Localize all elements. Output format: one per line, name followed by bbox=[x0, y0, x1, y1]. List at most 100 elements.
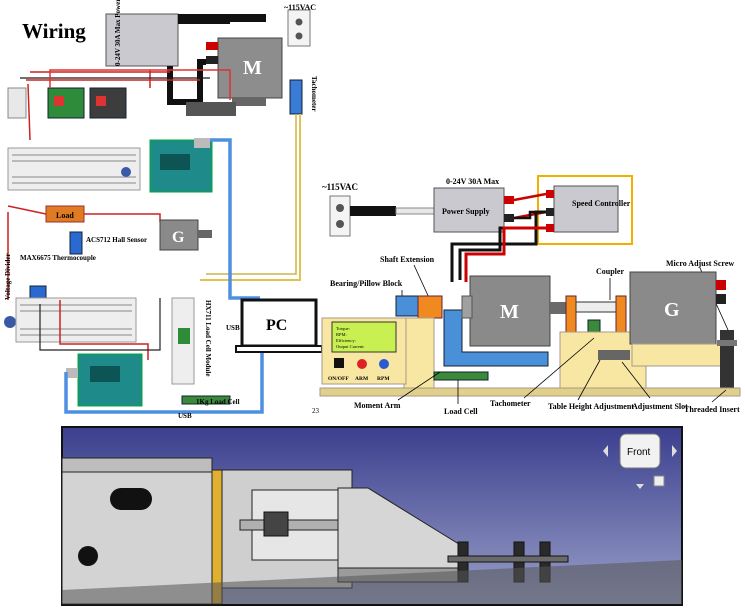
right-ac-cable bbox=[350, 206, 396, 216]
bearing-block-1 bbox=[395, 295, 419, 317]
motor-flange bbox=[461, 295, 473, 319]
view-cube-mini-icon[interactable] bbox=[653, 475, 665, 487]
right-ac-label: ~115VAC bbox=[322, 182, 358, 192]
relay-strip bbox=[186, 102, 236, 116]
left-tachometer-label: Tachometer bbox=[310, 76, 318, 112]
shaft-extension-label: Shaft Extension bbox=[380, 255, 435, 264]
onoff-switch bbox=[334, 358, 344, 368]
rpm-button bbox=[379, 359, 389, 369]
tachometer-label: Tachometer bbox=[490, 399, 531, 408]
breadboard-1-holes bbox=[12, 154, 136, 184]
gen-terminal bbox=[716, 294, 726, 304]
arm-label: ARM bbox=[355, 376, 369, 382]
potentiometer bbox=[121, 167, 131, 177]
driver-board-chip bbox=[96, 96, 106, 106]
usb-label-1: USB bbox=[226, 324, 240, 332]
ps-terminal bbox=[504, 214, 514, 222]
left-generator-label: G bbox=[172, 229, 185, 246]
coupler-right bbox=[615, 295, 627, 333]
hall-sensor bbox=[69, 231, 83, 255]
micro-adjust-screw bbox=[717, 340, 737, 346]
voltage-divider-label: Voltage Divider bbox=[4, 253, 12, 300]
speed-controller-label-1: Speed Controller bbox=[572, 199, 631, 208]
right-generator bbox=[629, 271, 717, 345]
left-load-cell bbox=[181, 395, 231, 405]
right-generator-label: G bbox=[664, 299, 680, 321]
view-cube-down-arrow-icon[interactable] bbox=[636, 484, 644, 489]
load-cell-module-label: HX711 Load Cell Module bbox=[204, 300, 212, 376]
usb-cable-1 bbox=[210, 138, 260, 300]
right-motor-label: M bbox=[500, 301, 519, 323]
outlet-socket bbox=[336, 204, 344, 212]
right-power-supply-label: Power Supply bbox=[442, 207, 490, 216]
view-cube-right-arrow-icon[interactable] bbox=[672, 445, 677, 457]
threaded-insert bbox=[720, 330, 734, 390]
thermocouple-label: MAX6675 Thermocouple bbox=[20, 254, 96, 262]
adjustment-slot-label: Adjustment Slot bbox=[632, 402, 688, 411]
view-cube-label: Front bbox=[627, 447, 651, 458]
ac-cable bbox=[178, 14, 230, 24]
arduino-2-wires bbox=[59, 300, 149, 360]
speed-controller-highlight bbox=[537, 175, 633, 245]
coupler-label: Coupler bbox=[596, 267, 624, 276]
adjustment-slot bbox=[598, 350, 630, 360]
motor-terminal bbox=[206, 56, 218, 64]
cad-shaft bbox=[239, 519, 351, 531]
outlet-socket bbox=[295, 32, 303, 40]
arduino-2-usb bbox=[66, 368, 78, 378]
breadboard-2-holes bbox=[20, 304, 132, 336]
cad-floor bbox=[62, 560, 682, 604]
coupler-left bbox=[565, 295, 577, 333]
rpm-label: RPM bbox=[377, 376, 390, 382]
lcd-line: Torque: bbox=[336, 326, 350, 331]
arduino-1-usb bbox=[194, 138, 210, 148]
left-ac-outlet bbox=[287, 9, 311, 47]
gen-terminal bbox=[716, 280, 726, 290]
moment-arm-label: Moment Arm bbox=[354, 401, 401, 410]
view-cube[interactable] bbox=[619, 433, 661, 469]
cad-plate bbox=[447, 555, 569, 563]
generator-table bbox=[631, 343, 727, 367]
figure-title: Wiring bbox=[22, 19, 86, 43]
left-motor bbox=[217, 37, 283, 99]
view-cube-left-arrow-icon[interactable] bbox=[603, 445, 608, 457]
onoff-label: ON/OFF bbox=[328, 376, 349, 382]
load-cell-module bbox=[178, 328, 190, 344]
ac-cable-2 bbox=[230, 14, 266, 22]
load-wires bbox=[7, 205, 161, 300]
sc-terminal bbox=[546, 224, 554, 232]
left-motor-label: M bbox=[243, 57, 262, 79]
ps-terminal bbox=[504, 196, 514, 204]
motor-shaft bbox=[550, 302, 566, 314]
outlet-socket bbox=[336, 220, 344, 228]
pc-base bbox=[235, 345, 323, 353]
hall-sensor-label: ACS712 Hall Sensor bbox=[86, 236, 147, 244]
page-number: 23 bbox=[312, 407, 320, 415]
speed-controller bbox=[553, 185, 619, 233]
lcd-line: Output Current: bbox=[336, 344, 365, 349]
left-tachometer bbox=[289, 79, 303, 115]
sc-terminal bbox=[546, 190, 554, 198]
left-ac-label: ~115VAC bbox=[284, 3, 316, 12]
threaded-insert-label: Threaded Insert bbox=[684, 405, 740, 414]
arduino-2-chip bbox=[90, 366, 120, 382]
lcd-screen bbox=[331, 321, 397, 353]
lcd-line: RPM: bbox=[336, 332, 347, 337]
yellow-wire bbox=[200, 114, 301, 281]
arm-button bbox=[357, 359, 367, 369]
cad-round-hole bbox=[78, 546, 98, 566]
right-motor bbox=[469, 275, 551, 347]
left-load-label: Load bbox=[56, 211, 74, 220]
driver-board-2 bbox=[89, 87, 127, 119]
usb-cable-2 bbox=[64, 352, 264, 414]
power-wires bbox=[49, 69, 231, 100]
lcd-line: Efficiency: bbox=[336, 338, 356, 343]
cad-slot-hole bbox=[110, 488, 152, 510]
right-power-supply bbox=[433, 187, 505, 233]
left-power-supply-label: 0-24V 30A Max Power Supply bbox=[114, 0, 122, 66]
yellow-wire-2 bbox=[206, 114, 297, 275]
red-wires bbox=[26, 70, 200, 141]
left-power-supply bbox=[105, 13, 179, 67]
right-ac-plug bbox=[395, 207, 435, 215]
right-load-cell bbox=[433, 371, 489, 381]
